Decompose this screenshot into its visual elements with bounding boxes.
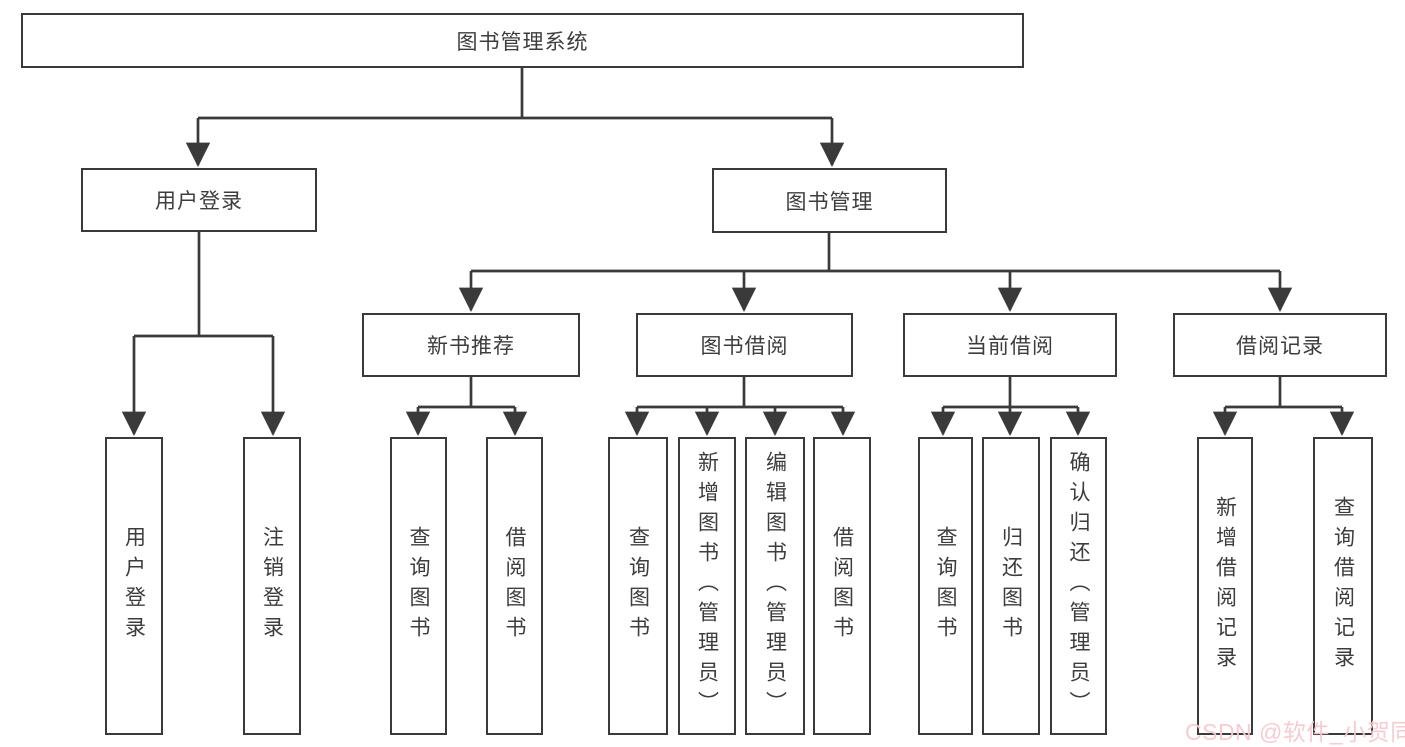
leaf-record-add-label: 新增借阅记录 [1213, 496, 1237, 676]
csdn-watermark: CSDN @软件_小贺同学 [1185, 719, 1405, 745]
leaf-current-return-book: 归还图书 [982, 437, 1040, 735]
leaf-borrow-add-book-admin-label: 新增图书（管理员） [695, 451, 719, 721]
node-current-borrow: 当前借阅 [903, 313, 1117, 377]
leaf-borrow-edit-book-admin-label: 编辑图书（管理员） [763, 451, 787, 721]
node-new-book-recommend: 新书推荐 [362, 313, 580, 377]
leaf-borrow-borrow-book-label: 借阅图书 [830, 526, 854, 646]
node-current-borrow-label: 当前借阅 [966, 335, 1054, 358]
leaf-borrow-add-book-admin: 新增图书（管理员） [678, 437, 736, 735]
leaf-current-confirm-return-admin-label: 确认归还（管理员） [1067, 451, 1090, 721]
leaf-recommend-borrow-book-label: 借阅图书 [503, 526, 526, 646]
node-user-login: 用户登录 [81, 168, 317, 232]
leaf-logout: 注销登录 [243, 437, 301, 735]
node-root-label: 图书管理系统 [456, 30, 589, 54]
node-borrow-record-label: 借阅记录 [1236, 335, 1324, 358]
leaf-current-query-book-label: 查询图书 [934, 526, 957, 646]
node-new-book-recommend-label: 新书推荐 [427, 335, 515, 358]
leaf-current-confirm-return-admin: 确认归还（管理员） [1050, 437, 1107, 735]
leaf-logout-label: 注销登录 [260, 526, 284, 646]
leaf-current-return-book-label: 归还图书 [999, 526, 1023, 646]
node-root: 图书管理系统 [21, 13, 1024, 68]
leaf-user-login: 用户登录 [105, 437, 163, 735]
leaf-borrow-edit-book-admin: 编辑图书（管理员） [745, 437, 805, 735]
node-book-borrow: 图书借阅 [636, 313, 853, 377]
leaf-user-login-label: 用户登录 [122, 526, 146, 646]
node-book-management-label: 图书管理 [785, 190, 874, 214]
node-book-management: 图书管理 [712, 168, 947, 233]
leaf-borrow-query-book: 查询图书 [608, 437, 668, 735]
leaf-recommend-query-book-label: 查询图书 [407, 526, 430, 646]
node-user-login-label: 用户登录 [155, 190, 243, 213]
leaf-record-query-label: 查询借阅记录 [1331, 496, 1355, 676]
leaf-borrow-borrow-book: 借阅图书 [813, 437, 871, 735]
node-book-borrow-label: 图书借阅 [700, 335, 789, 358]
leaf-borrow-query-book-label: 查询图书 [626, 526, 650, 646]
node-borrow-record: 借阅记录 [1173, 313, 1387, 377]
leaf-recommend-query-book: 查询图书 [390, 437, 447, 735]
leaf-recommend-borrow-book: 借阅图书 [486, 437, 543, 735]
leaf-current-query-book: 查询图书 [918, 437, 973, 735]
leaf-record-query: 查询借阅记录 [1313, 437, 1373, 735]
leaf-record-add: 新增借阅记录 [1197, 437, 1253, 735]
